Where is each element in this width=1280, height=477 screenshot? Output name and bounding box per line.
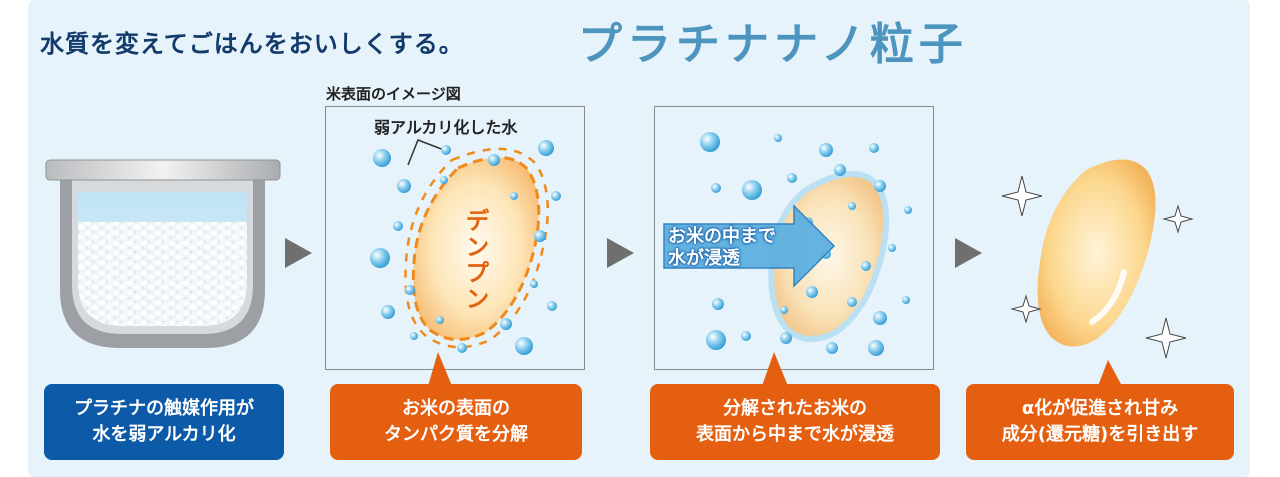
sparkle-icon	[1010, 294, 1042, 324]
step-3-line-1: 分解されたお米の	[723, 398, 867, 419]
flow-line-2: 水が浸透	[668, 248, 740, 269]
step-2-line-2: タンパク質を分解	[384, 424, 528, 445]
step-1-line-2: 水を弱アルカリ化	[92, 424, 236, 445]
alkaline-water-label: 弱アルカリ化した水	[374, 118, 518, 137]
step-1-line-1: プラチナの触媒作用が	[74, 398, 254, 419]
water-bubbles-stage2	[370, 140, 561, 355]
arrow-1	[285, 238, 312, 268]
step-3-line-2: 表面から中まで水が浸透	[696, 424, 894, 445]
step-2-label: お米の表面の タンパク質を分解	[330, 384, 582, 460]
starch-label: デンプン	[461, 208, 489, 312]
sparkle-icon	[1145, 317, 1187, 359]
sparkle-icon	[1162, 204, 1194, 234]
step-4-line-1: α化が促進され甘み	[1021, 398, 1179, 419]
sparkle-icons	[1001, 175, 1194, 359]
sparkle-icon	[1001, 175, 1043, 217]
water-bubbles-stage3	[700, 132, 912, 356]
cooked-rice-grain	[1037, 159, 1156, 347]
step-2-line-1: お米の表面の	[402, 398, 510, 419]
arrow-3	[955, 238, 982, 268]
step-4-line-2: 成分(還元糖)を引き出す	[1001, 424, 1199, 445]
step-4-label: α化が促進され甘み 成分(還元糖)を引き出す	[966, 384, 1234, 460]
step-1-label: プラチナの触媒作用が 水を弱アルカリ化	[44, 384, 284, 460]
arrow-2	[607, 238, 634, 268]
flow-label: お米の中まで 水が浸透	[668, 226, 776, 270]
penetration-arrow	[663, 204, 836, 288]
diagram-caption: 米表面のイメージ図	[326, 85, 461, 103]
step-3-label: 分解されたお米の 表面から中まで水が浸透	[650, 384, 940, 460]
flow-line-1: お米の中まで	[668, 226, 776, 247]
tagline: 水質を変えてごはんをおいしくする。	[40, 30, 464, 58]
product-title: プラチナナノ粒子	[578, 19, 968, 70]
water-label-pointer	[407, 139, 445, 166]
